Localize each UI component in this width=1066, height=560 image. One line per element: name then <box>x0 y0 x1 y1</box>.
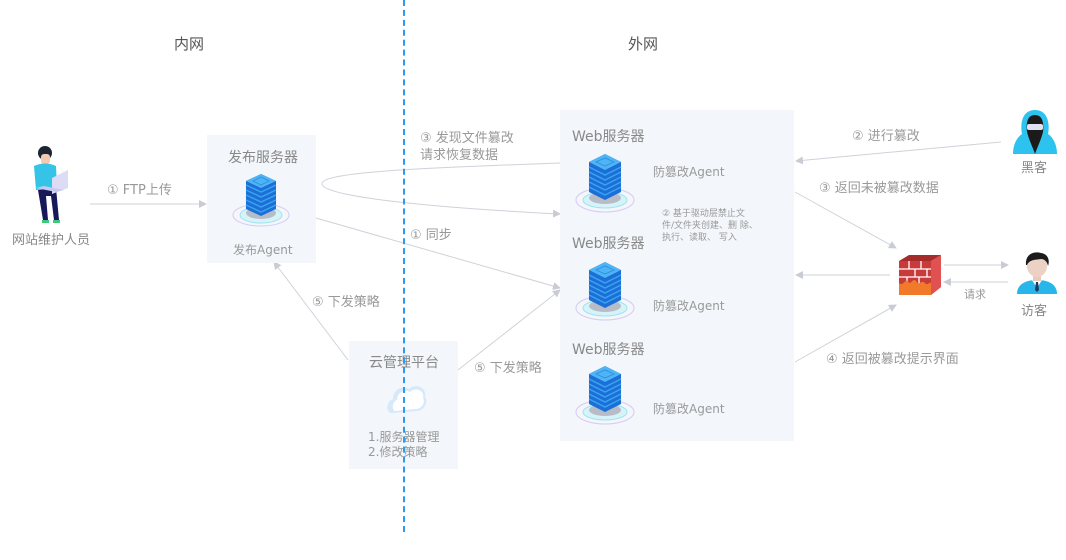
maintainer-label: 网站维护人员 <box>12 233 91 248</box>
web-server-3-agent: 防篡改Agent <box>653 402 725 416</box>
sync-label: ① 同步 <box>410 228 452 243</box>
intranet-title: 内网 <box>174 35 205 53</box>
maintainer-icon <box>26 144 72 226</box>
return-untampered-label: ③ 返回未被篡改数据 <box>819 181 939 196</box>
server-stack-icon <box>574 362 636 430</box>
web-server-2-agent: 防篡改Agent <box>653 299 725 313</box>
return-tamper-page-label: ④ 返回被篡改提示界面 <box>826 352 959 367</box>
web-server-2-title[interactable]: Web服务器 <box>572 236 645 252</box>
visitor-avatar-icon <box>1014 250 1060 300</box>
driver-note-line2: 件/文件夹创建、删 除、 <box>662 221 758 231</box>
publish-server-panel[interactable]: 发布服务器 发布Agent <box>207 135 316 263</box>
visitor-label: 访客 <box>1021 304 1048 319</box>
ftp-upload-label: ① FTP上传 <box>107 183 172 198</box>
tamper-arrow <box>795 141 1002 165</box>
web-server-3-title[interactable]: Web服务器 <box>572 342 645 358</box>
firewall-icon[interactable] <box>897 253 943 303</box>
policy-to-web-label: ⑤ 下发策略 <box>474 361 542 376</box>
detect-tamper-label: ③ 发现文件篡改 请求恢复数据 <box>420 130 514 164</box>
feature-modify-policy: 2.修改策略 <box>368 445 428 459</box>
detect-tamper-line2: 请求恢复数据 <box>420 148 499 163</box>
policy-to-publish-arrow <box>273 261 349 361</box>
return-untampered-arrow <box>794 191 897 249</box>
policy-to-publish-label: ⑤ 下发策略 <box>312 295 380 310</box>
driver-protection-note: ② 基于驱动层禁止文 件/文件夹创建、删 除、 执行、读取、 写入 <box>662 208 758 244</box>
hooded-hacker-icon <box>1012 108 1058 160</box>
server-stack-icon <box>231 171 291 233</box>
cloud-icon <box>385 381 429 421</box>
policy-to-web-arrow <box>457 289 561 371</box>
server-stack-icon <box>574 150 636 218</box>
hacker-label: 黑客 <box>1021 161 1048 176</box>
detect-tamper-line1: ③ 发现文件篡改 <box>420 131 514 146</box>
publish-server-title: 发布服务器 <box>228 150 298 166</box>
driver-note-line1: ② 基于驱动层禁止文 <box>662 209 745 219</box>
return-tamper-page-arrow <box>794 304 897 363</box>
driver-note-line3: 执行、读取、 写入 <box>662 233 737 243</box>
extranet-title: 外网 <box>628 35 659 53</box>
sync-arrow <box>315 217 561 290</box>
publish-agent-label: 发布Agent <box>233 243 293 257</box>
web-server-1-title[interactable]: Web服务器 <box>572 129 645 145</box>
web-servers-panel: Web服务器 防篡改Agent ② 基于驱动层禁止文 件/文件夹创建、删 除、 … <box>560 110 794 441</box>
network-boundary-divider <box>403 0 405 532</box>
server-stack-icon <box>574 258 636 326</box>
request-label: 请求 <box>964 288 986 301</box>
web-server-1-agent: 防篡改Agent <box>653 165 725 179</box>
restore-request-loop <box>321 162 561 218</box>
tamper-label: ② 进行篡改 <box>852 129 920 144</box>
